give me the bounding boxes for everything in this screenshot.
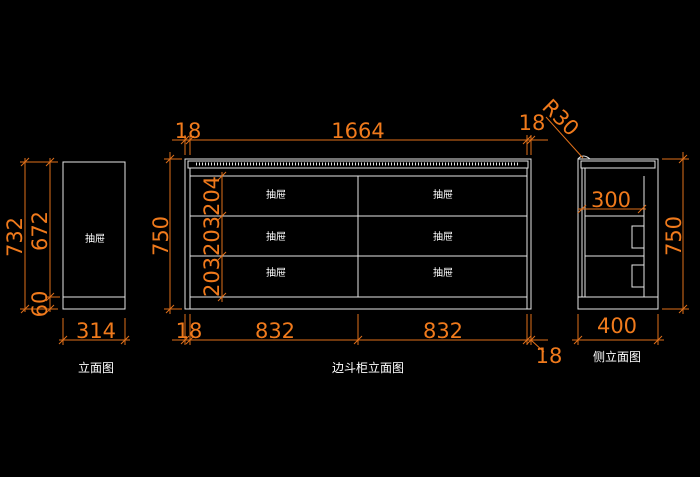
tick — [58, 335, 68, 345]
tick — [653, 335, 663, 345]
tick — [637, 204, 647, 214]
tick — [577, 204, 587, 214]
side-top-radius-curve — [577, 155, 591, 160]
left-view-caption: 立面图 — [78, 360, 114, 375]
tick — [185, 335, 195, 345]
tick — [120, 335, 130, 345]
drawer-label: 抽屉 — [266, 188, 286, 201]
dim-left-base-height: 60 — [28, 291, 52, 318]
left-cabinet-body — [62, 161, 126, 310]
tick — [217, 171, 227, 181]
side-drawer-box — [631, 264, 645, 288]
tick — [165, 304, 175, 314]
dim-drawer-height-1: 204 — [200, 176, 224, 216]
left-drawer-label: 抽屉 — [85, 232, 105, 245]
side-cabinet-outline — [577, 158, 659, 310]
dim-top-right-side: 18 — [519, 111, 546, 135]
dim-top-left-side: 18 — [175, 119, 202, 143]
dim-bottom-left-side: 18 — [176, 319, 203, 343]
tick — [217, 251, 227, 261]
tick — [522, 135, 532, 145]
tick — [165, 154, 175, 164]
front-view-caption: 边斗柜立面图 — [332, 360, 404, 375]
dim-top-width: 1664 — [331, 119, 384, 143]
dim-left-total-height: 732 — [3, 217, 27, 257]
tick — [217, 292, 227, 302]
drawer-label: 抽屉 — [433, 266, 453, 279]
tick — [180, 135, 190, 145]
drawer-label: 抽屉 — [266, 266, 286, 279]
tick — [573, 335, 583, 345]
tick — [185, 135, 195, 145]
drawer-label: 抽屉 — [433, 230, 453, 243]
dim-side-width: 400 — [597, 314, 637, 338]
dim-drawer-width-1: 832 — [255, 319, 295, 343]
side-top-panel — [580, 160, 656, 169]
tick — [217, 211, 227, 221]
front-elevation-view: 抽屉 抽屉 抽屉 抽屉 抽屉 抽屉 18 1664 18 750 204 203 — [149, 111, 562, 375]
tick — [353, 335, 363, 345]
tick — [20, 157, 30, 167]
side-drawer-box — [631, 225, 645, 249]
dim-left-width: 314 — [76, 319, 116, 343]
side-view-caption: 侧立面图 — [593, 349, 641, 364]
radius-leader — [545, 116, 584, 159]
dim-side-height: 750 — [662, 216, 686, 256]
front-cabinet-outline — [184, 158, 532, 310]
drawer-label: 抽屉 — [266, 230, 286, 243]
side-elevation-view: R30 300 400 750 侧立面图 — [537, 95, 689, 364]
dim-drawer-height-3: 203 — [200, 257, 224, 297]
dim-drawer-width-2: 832 — [423, 319, 463, 343]
tick — [526, 135, 536, 145]
drawer-label: 抽屉 — [433, 188, 453, 201]
tick — [45, 157, 55, 167]
dim-bottom-right-side: 18 — [536, 344, 563, 368]
dim-drawer-height-2: 203 — [200, 216, 224, 256]
leader — [530, 339, 545, 353]
dim-side-inner-depth: 300 — [591, 188, 631, 212]
tick — [678, 154, 688, 164]
front-top-panel — [187, 160, 529, 169]
tick — [20, 304, 30, 314]
dim-front-height: 750 — [149, 216, 173, 256]
left-elevation-view: 抽屉 732 672 60 314 立面图 — [3, 157, 130, 375]
tick — [522, 335, 532, 345]
tick — [678, 304, 688, 314]
tick — [45, 304, 55, 314]
dim-left-body-height: 672 — [28, 211, 52, 251]
tick — [180, 335, 190, 345]
tick — [45, 292, 55, 302]
